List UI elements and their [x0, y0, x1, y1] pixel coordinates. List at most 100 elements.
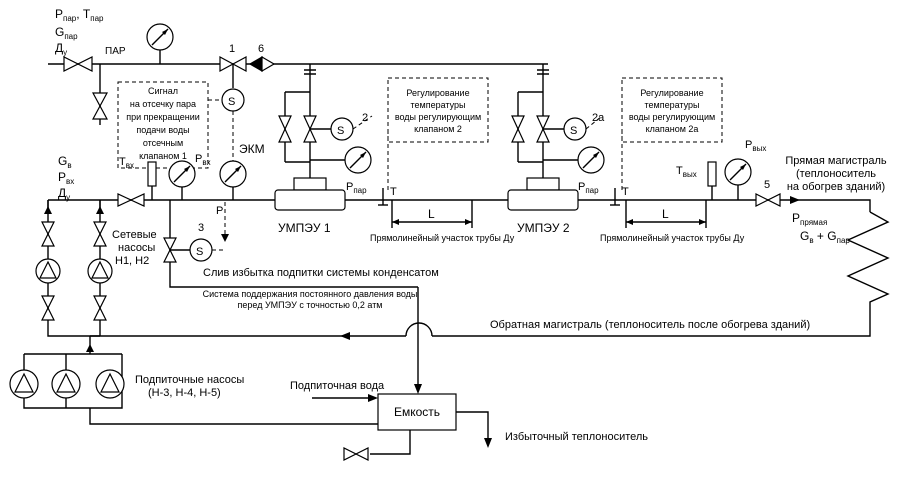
makeup-pumps-label: Подпиточные насосы (Н-3, Н-4, Н-5): [135, 374, 244, 399]
storage-tank: [377, 393, 457, 431]
svg-text:Регулирование: Регулирование: [640, 88, 703, 98]
straight-2-caption: Прямолинейный участок трубы Ду: [600, 233, 745, 243]
signal-note-box: [117, 81, 209, 169]
svg-text:подачи воды: подачи воды: [136, 125, 189, 135]
svg-text:температуры: температуры: [410, 100, 465, 110]
valve-2-actuator-s: S: [337, 125, 344, 137]
svg-text:Pпар, Tпар: Pпар, Tпар: [55, 7, 104, 23]
svg-text:Сигнал: Сигнал: [148, 86, 178, 96]
steam-inlet-label: Pпар, Tпар Gпар Ду: [55, 7, 104, 57]
network-pumps-label: Сетевые насосы Н1, Н2: [112, 229, 157, 267]
unit-2-name: УМПЭУ 2: [517, 221, 570, 235]
steam-line-label: ПАР: [105, 46, 126, 57]
svg-text:Регулирование: Регулирование: [406, 88, 469, 98]
supply-pipe: [48, 199, 871, 212]
svg-text:Система поддержания постоянног: Система поддержания постоянного давления…: [203, 289, 418, 299]
supply-inlet-valve: [117, 193, 145, 207]
regulation-2-note: Регулирование температуры воды регулирую…: [395, 88, 481, 134]
unit-2-body: [507, 189, 579, 211]
network-pump-h2: [87, 221, 113, 321]
unit-1-valve-group: [278, 91, 354, 180]
t-out-thermometer: [707, 161, 717, 200]
pipe-crossover: [405, 322, 433, 337]
svg-text:(теплоноситель: (теплоноситель: [796, 168, 876, 180]
unit-2-t-label: T: [622, 186, 629, 198]
t-in-thermometer: [147, 161, 157, 200]
svg-text:на отсечку пара: на отсечку пара: [130, 99, 196, 109]
valve-6-number: 6: [258, 43, 264, 55]
p-out-label: Pвых: [745, 139, 766, 153]
unit-2-p-steam-label: Pпар: [578, 181, 599, 195]
svg-text:воды регулирующим: воды регулирующим: [629, 112, 715, 122]
svg-text:на обогрев зданий): на обогрев зданий): [787, 181, 885, 193]
valve-2a-actuator-s: S: [570, 125, 577, 137]
valve-2a-number: 2а: [592, 112, 605, 124]
svg-text:Gпар: Gпар: [55, 25, 78, 41]
p-supply-label: Pпрямая: [792, 211, 827, 227]
supply-main-label: Прямая магистраль (теплоноситель на обог…: [785, 155, 887, 193]
svg-text:отсечным: отсечным: [143, 138, 183, 148]
straight-1-caption: Прямолинейный участок трубы Ду: [370, 233, 515, 243]
tank-drain-valve: [343, 447, 369, 461]
straight-2-l: L: [662, 207, 669, 221]
valve-5-number: 5: [764, 179, 770, 191]
regulation-2a-note: Регулирование температуры воды регулирую…: [629, 88, 715, 134]
valve-1-actuator-s: S: [228, 96, 235, 108]
regulation-2-box: [387, 77, 489, 143]
p-out-gauge: [724, 158, 752, 200]
unit-1-t-label: T: [390, 186, 397, 198]
unit-1-p-steam-label: Pпар: [346, 181, 367, 195]
svg-text:клапаном 2: клапаном 2: [414, 124, 462, 134]
unit-2-head: [526, 177, 560, 191]
svg-text:перед УМПЭУ с точностью 0,2 ат: перед УМПЭУ с точностью 0,2 атм: [238, 300, 383, 310]
steam-pressure-gauge: [146, 23, 174, 51]
t-in-label: Tвх: [119, 156, 134, 170]
svg-text:Gв: Gв: [58, 154, 72, 170]
unit-1-body: [274, 189, 346, 211]
svg-text:температуры: температуры: [644, 100, 699, 110]
valve-2-number: 2: [362, 112, 368, 124]
straight-1-l: L: [428, 207, 435, 221]
svg-text:Н1, Н2: Н1, Н2: [115, 255, 149, 267]
unit-2-valve-group: [511, 91, 587, 180]
steam-inlet-valve: [63, 56, 93, 72]
check-valve-6: [248, 55, 276, 73]
regulation-2a-box: [621, 77, 723, 143]
g-sum-label: Gв + Gпар: [800, 229, 850, 245]
t-out-label: Tвых: [676, 165, 697, 179]
p-in-gauge: [168, 160, 196, 200]
p-in-label: Pвх: [195, 153, 211, 167]
unit-2-steam-pressure-gauge: [543, 146, 605, 174]
makeup-pump-h4: [51, 354, 81, 408]
svg-text:Прямая магистраль: Прямая магистраль: [785, 155, 887, 167]
tank-label: Емкость: [394, 405, 440, 419]
signal-note: Сигнал на отсечку пара при прекращении п…: [126, 86, 200, 161]
svg-text:Ду: Ду: [55, 41, 67, 57]
pressure-system-note: Система поддержания постоянного давления…: [203, 289, 418, 310]
svg-text:(Н-3, Н-4, Н-5): (Н-3, Н-4, Н-5): [148, 387, 221, 399]
makeup-pump-h3: [9, 369, 39, 399]
valve-3-number: 3: [198, 222, 204, 234]
return-main-label: Обратная магистраль (теплоноситель после…: [490, 319, 810, 331]
steam-drain-valve: [91, 92, 109, 120]
p-symbol: P: [216, 205, 223, 217]
valve-3-actuator-s: S: [196, 246, 203, 258]
svg-text:Ду: Ду: [58, 186, 70, 202]
unit-1-head: [293, 177, 327, 191]
unit-1-name: УМПЭУ 1: [278, 221, 331, 235]
consumer-load-zigzag: [432, 211, 890, 337]
makeup-drain-valve-3: [163, 237, 213, 263]
svg-text:воды регулирующим: воды регулирующим: [395, 112, 481, 122]
svg-text:Подпиточные насосы: Подпиточные насосы: [135, 374, 244, 386]
ekm-label: ЭКМ: [239, 142, 265, 156]
makeup-water-label: Подпиточная вода: [290, 380, 385, 392]
valve-1-number: 1: [229, 43, 235, 55]
svg-text:клапаном 1: клапаном 1: [139, 151, 187, 161]
svg-text:Сетевые: Сетевые: [112, 229, 157, 241]
makeup-pump-h5: [95, 369, 125, 399]
drain-note: Слив избытка подпитки системы конденсато…: [203, 267, 439, 279]
svg-text:насосы: насосы: [118, 242, 155, 254]
svg-text:при прекращении: при прекращении: [126, 112, 200, 122]
svg-text:Pвх: Pвх: [58, 170, 74, 186]
